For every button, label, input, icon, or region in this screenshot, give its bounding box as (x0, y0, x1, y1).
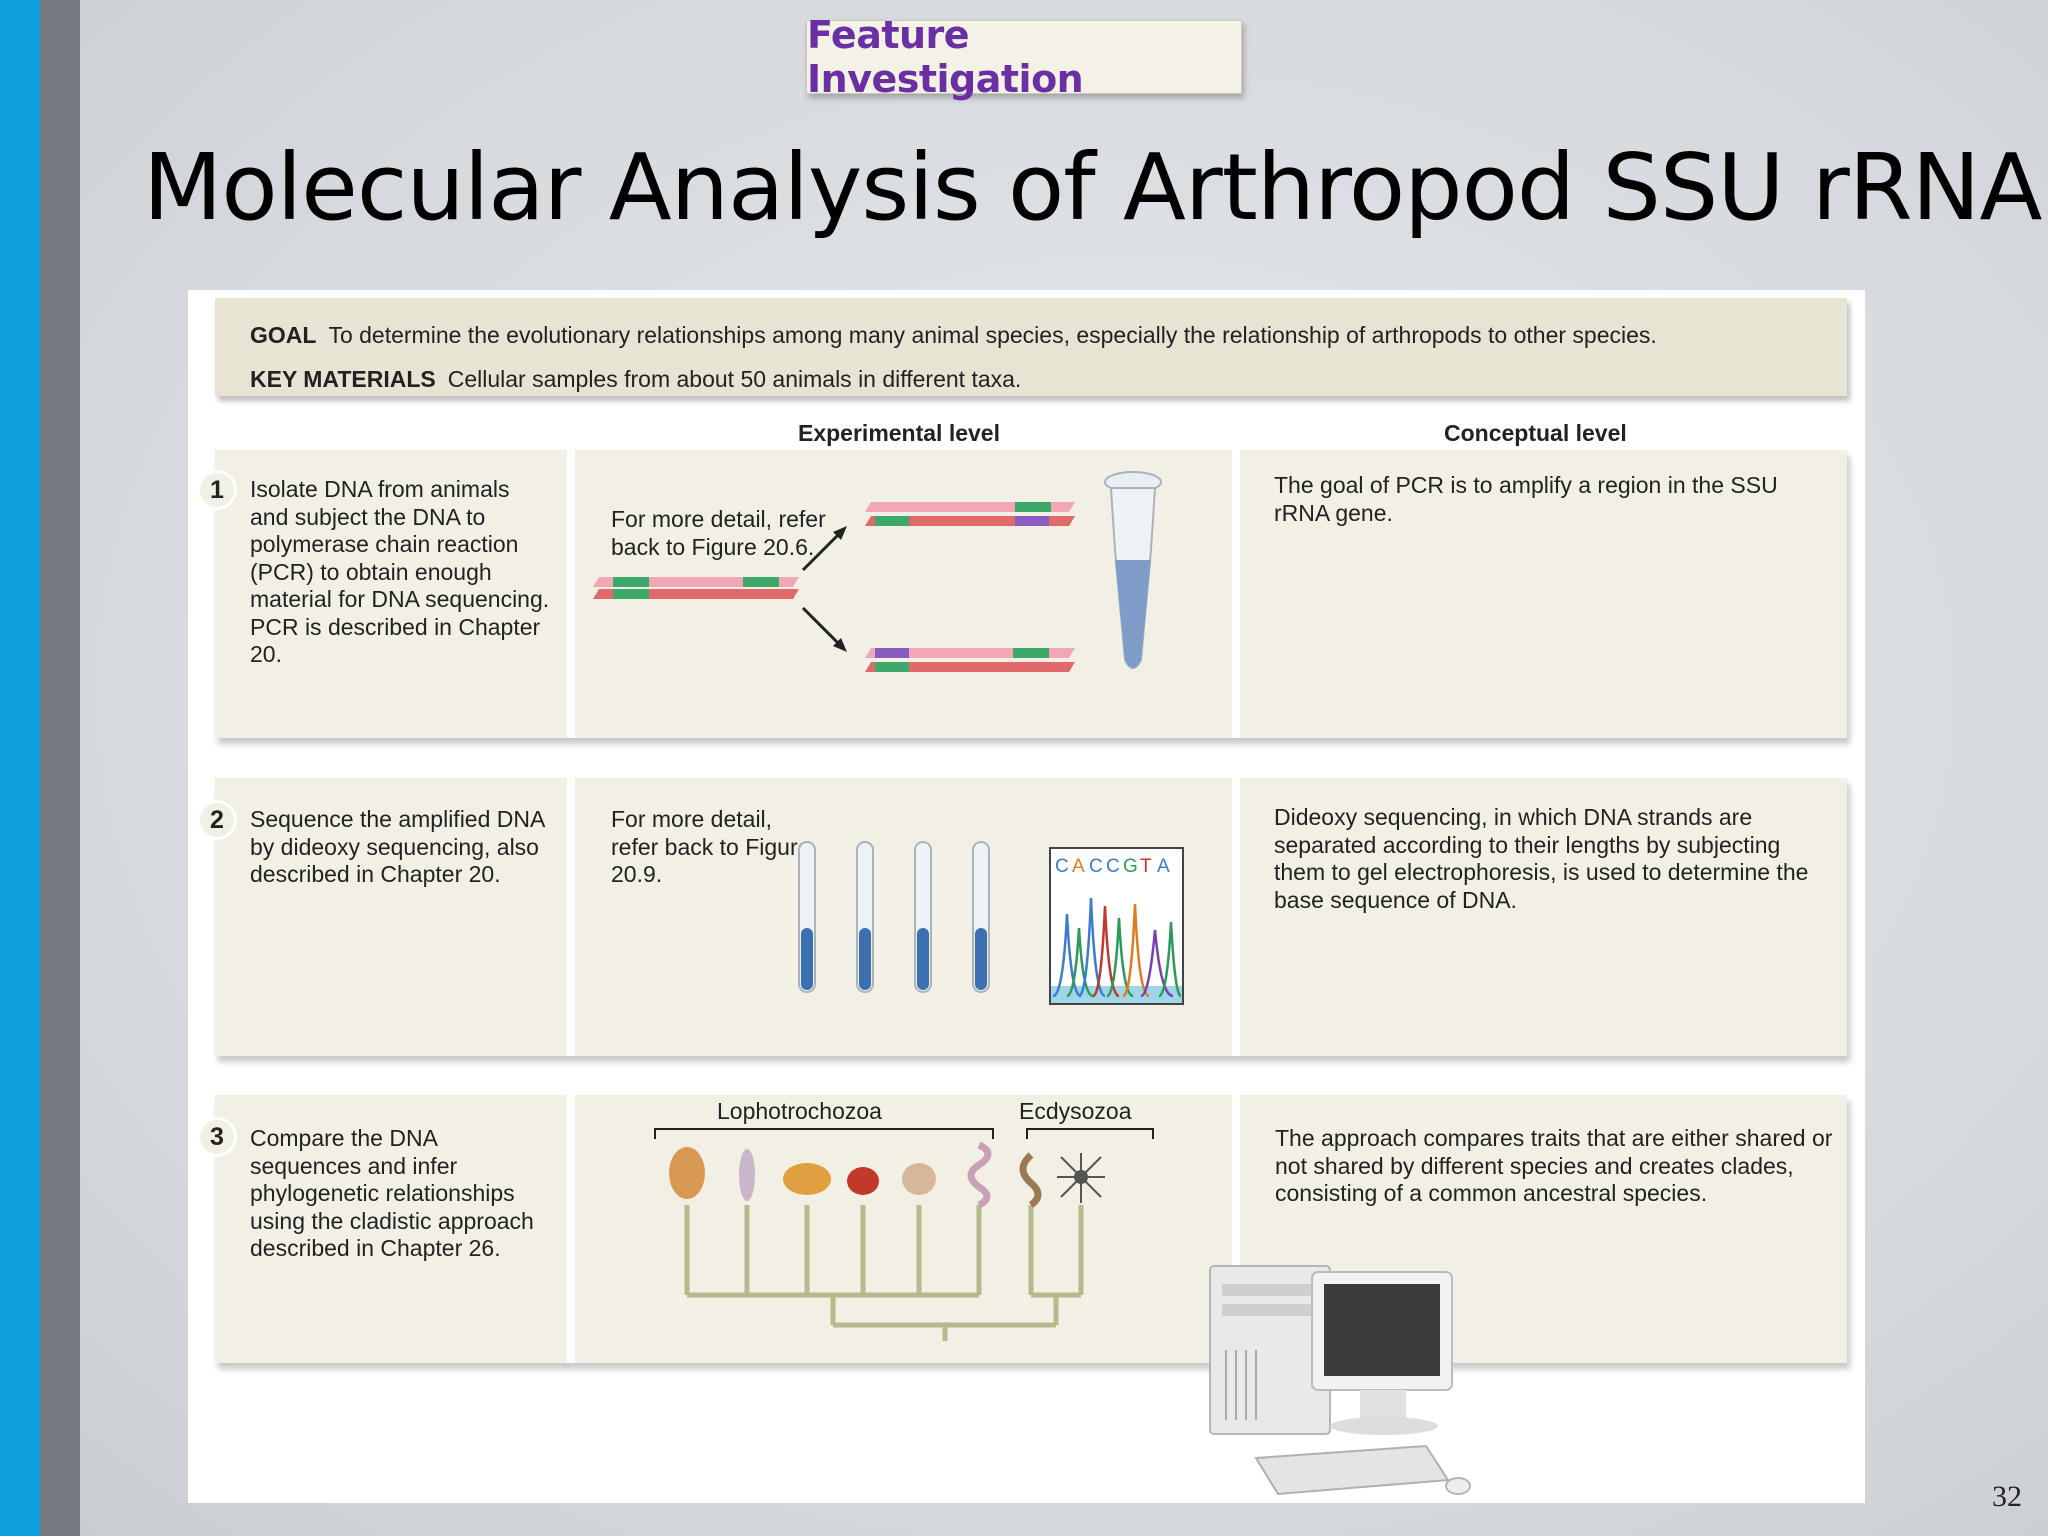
rotifer-icon (783, 1163, 831, 1195)
pcr-diagram (593, 471, 1162, 672)
materials-line: KEY MATERIALS Cellular samples from about… (250, 366, 1021, 393)
sequence-letter: C (1106, 856, 1120, 877)
step-2-procedure: Sequence the amplified DNA by dideoxy se… (250, 806, 545, 887)
goal-text: To determine the evolutionary relationsh… (328, 322, 1657, 348)
step-2-figure-ref: For more detail, refer back to Figure 20… (611, 806, 811, 887)
clade-label-ecdysozoa: Ecdysozoa (1019, 1098, 1132, 1124)
feature-investigation-tag: Feature Investigation (806, 13, 1242, 101)
step-1-procedure: Isolate DNA from animals and subject the… (250, 476, 550, 667)
spider-icon (1057, 1153, 1105, 1203)
arrow-down (801, 606, 845, 650)
phylogenetic-tree: Lophotrochozoa Ecdysozoa (654, 1098, 1154, 1341)
sequence-letter: G (1123, 856, 1138, 877)
dna-copy-1 (865, 502, 1075, 526)
step-2-conceptual: Dideoxy sequencing, in which DNA strands… (1274, 804, 1809, 913)
experimental-level-heading: Experimental level (798, 420, 1000, 446)
step-3-number: 3 (197, 1117, 237, 1157)
arrow-up (801, 528, 845, 572)
step-3-procedure: Compare the DNA sequences and infer phyl… (250, 1125, 534, 1261)
step-1-figure-ref: For more detail, refer back to Figure 20… (611, 506, 826, 560)
materials-label: KEY MATERIALS (250, 366, 436, 392)
sequence-letter: C (1055, 856, 1069, 877)
computer-icon (1209, 1265, 1471, 1496)
step-1-row: 1 Isolate DNA from animals and subject t… (197, 450, 1847, 738)
snail-icon (902, 1163, 936, 1195)
sequence-letter: A (1157, 856, 1170, 877)
step-3-row: 3 Compare the DNA sequences and infer ph… (197, 1095, 1847, 1363)
step-3-conceptual: The approach compares traits that are ei… (1275, 1125, 1833, 1206)
materials-text: Cellular samples from about 50 animals i… (447, 366, 1022, 392)
goal-box: GOAL To determine the evolutionary relati… (215, 298, 1847, 396)
step-1-number: 1 (197, 470, 237, 510)
animal-icons (669, 1141, 1105, 1209)
slide-title: Molecular Analysis of Arthropod SSU rRNA (143, 134, 2042, 241)
step-1-conceptual: The goal of PCR is to amplify a region i… (1274, 472, 1778, 526)
step-2-number: 2 (197, 800, 237, 840)
shrimp-icon (669, 1147, 705, 1199)
sequence-letter: C (1089, 856, 1103, 877)
flatworm-icon (739, 1149, 755, 1201)
sequence-letter: T (1140, 856, 1152, 877)
figure-panel: GOAL To determine the evolutionary relati… (188, 290, 1865, 1503)
clade-label-lophotrochozoa: Lophotrochozoa (717, 1098, 882, 1124)
goal-label: GOAL (250, 322, 317, 348)
conceptual-level-heading: Conceptual level (1444, 420, 1627, 446)
dna-copy-2 (865, 648, 1075, 672)
test-tubes-icon (798, 841, 990, 993)
goal-line: GOAL To determine the evolutionary relati… (250, 322, 1657, 349)
step-2-row: 2 Sequence the amplified DNA by dideoxy … (197, 778, 1847, 1056)
left-accent-stripe (0, 0, 40, 1536)
dna-strand-original (593, 577, 799, 599)
sequence-letter: A (1072, 856, 1085, 877)
pcr-tube-icon (1104, 471, 1162, 669)
annelid-icon (967, 1141, 992, 1209)
clam-icon (847, 1167, 879, 1195)
left-gray-stripe (40, 0, 80, 1536)
page-number: 32 (1992, 1480, 2022, 1513)
nematode-icon (1019, 1152, 1042, 1208)
